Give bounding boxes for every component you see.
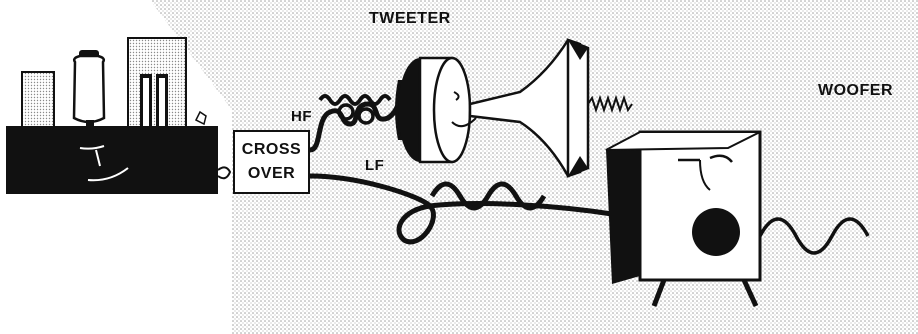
crossover-label-line1: CROSS <box>242 138 301 162</box>
hf-label: HF <box>291 108 312 125</box>
lf-label: LF <box>365 157 384 174</box>
tweeter-label: TWEETER <box>369 10 451 28</box>
woofer-label: WOOFER <box>818 82 893 100</box>
crossover-label-line2: OVER <box>248 162 295 186</box>
crossover-box: CROSS OVER <box>233 130 310 194</box>
